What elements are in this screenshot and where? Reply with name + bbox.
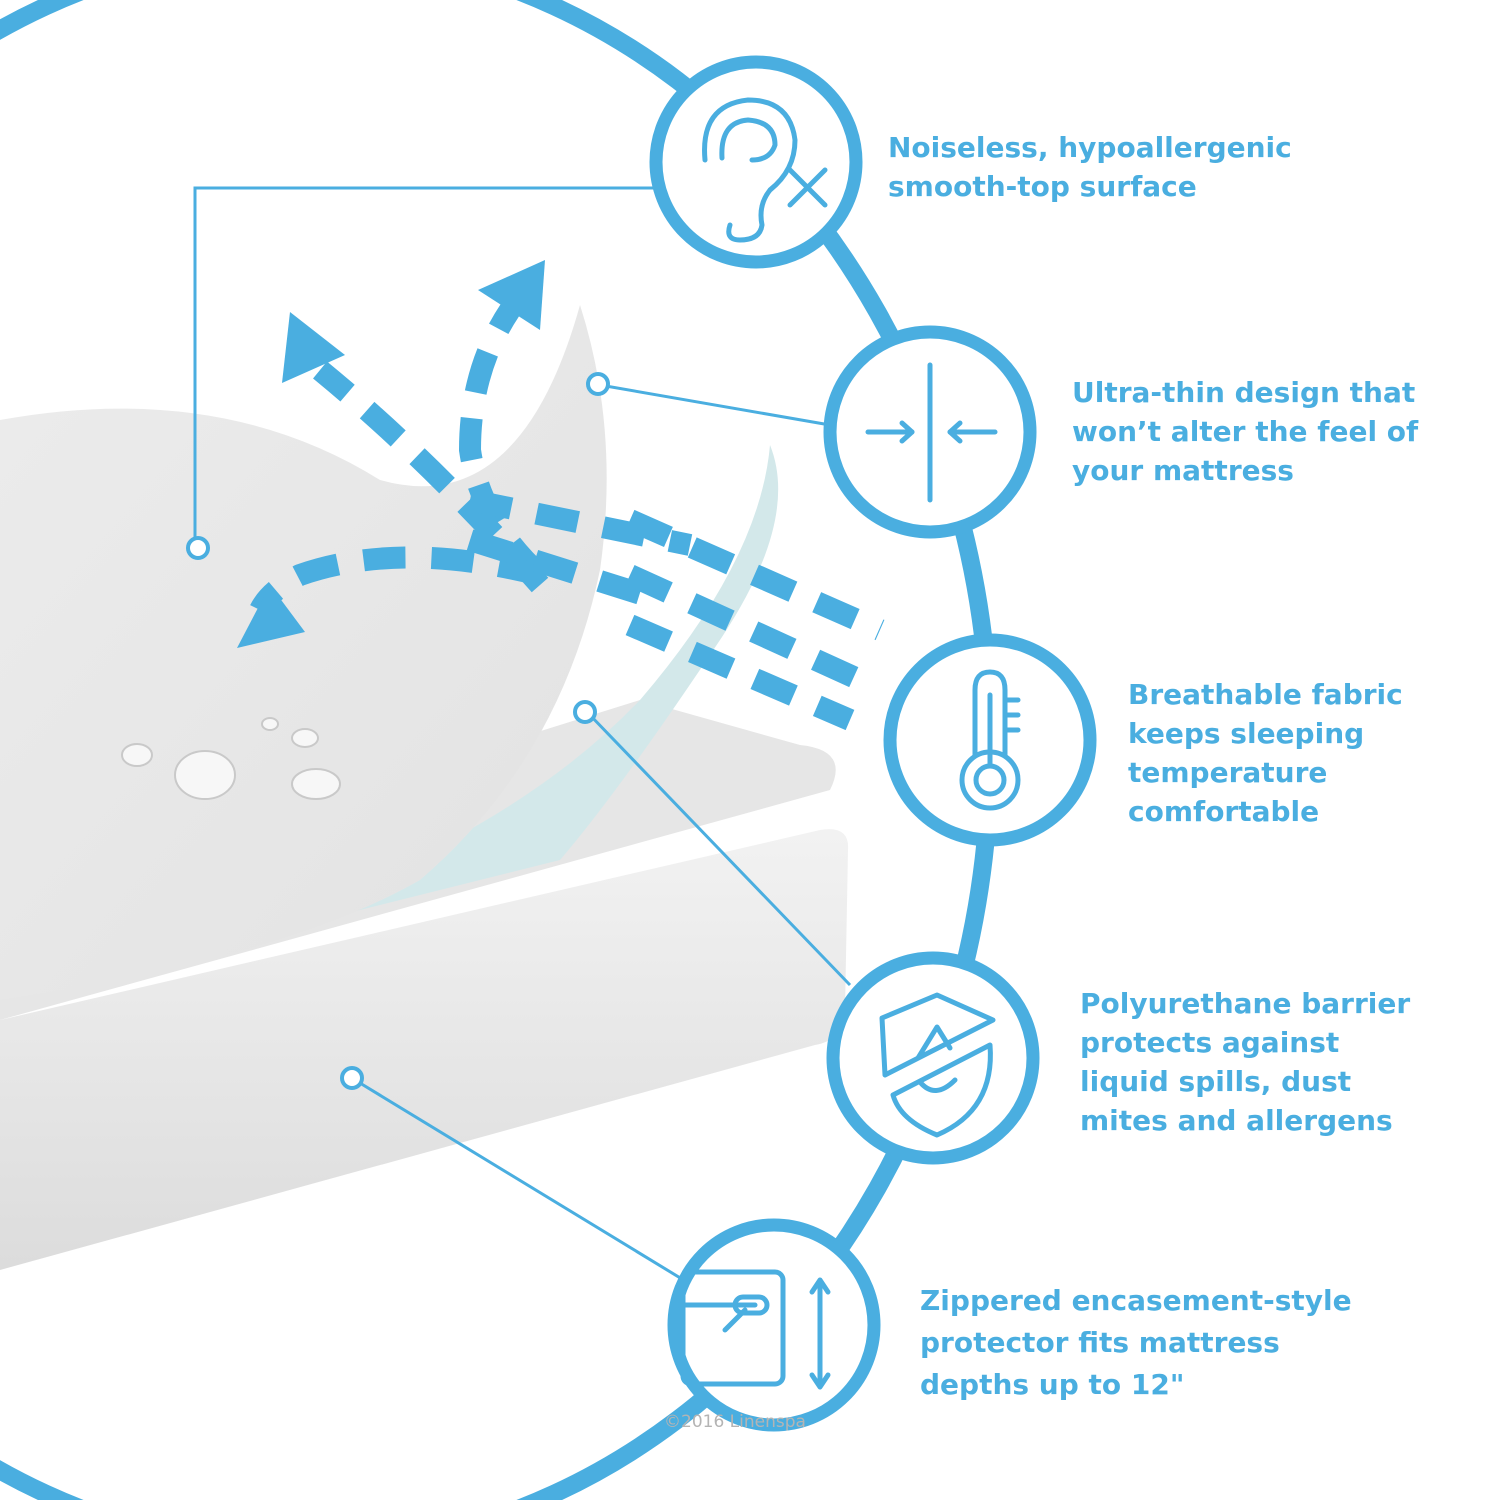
zipper-icon-circle (667, 1218, 881, 1432)
thin-layer-arrows-icon (865, 362, 998, 503)
feature-text: comfortable (1128, 795, 1320, 828)
feature-text: protector fits mattress (920, 1326, 1280, 1359)
callout-dots (186, 372, 610, 1090)
arrowheads (237, 260, 545, 648)
feature-text: Noiseless, hypoallergenic (888, 131, 1292, 164)
feature-text: Polyurethane barrier (1080, 987, 1411, 1020)
mattress-side (0, 829, 849, 1270)
water-droplets-icon (121, 717, 341, 800)
feature-text: keeps sleeping (1128, 717, 1365, 750)
shield-droplet-icon (879, 992, 996, 1138)
callout-lines (193, 186, 852, 1292)
feature-text: Ultra-thin design that (1072, 376, 1416, 409)
feature-barrier: Polyurethane barrier protects against li… (1080, 984, 1410, 1140)
feature-zippered: Zippered encasement-style protector fits… (920, 1280, 1352, 1406)
thermometer-icon (959, 669, 1021, 811)
feature-text: won’t alter the feel of (1072, 415, 1419, 448)
feature-noiseless: Noiseless, hypoallergenic smooth-top sur… (888, 128, 1292, 206)
feature-breathable: Breathable fabric keeps sleeping tempera… (1128, 675, 1403, 831)
top-fabric-layer (0, 305, 607, 1000)
feature-text: depths up to 12" (920, 1368, 1185, 1401)
ear-mute-icon (702, 97, 828, 243)
feature-text: temperature (1128, 756, 1328, 789)
zipper-depth-icon (680, 1269, 831, 1390)
feature-text: smooth-top surface (888, 170, 1197, 203)
feature-text: mites and allergens (1080, 1104, 1393, 1137)
feature-text: Zippered encasement-style (920, 1284, 1352, 1317)
shield-icon-circle (826, 951, 1040, 1165)
feature-ultra-thin: Ultra-thin design that won’t alter the f… (1072, 373, 1418, 490)
feature-text: Breathable fabric (1128, 678, 1403, 711)
copyright: ©2016 Linenspa (664, 1412, 806, 1432)
feature-text: protects against (1080, 1026, 1340, 1059)
feature-text: your mattress (1072, 454, 1294, 487)
feature-text: liquid spills, dust (1080, 1065, 1352, 1098)
